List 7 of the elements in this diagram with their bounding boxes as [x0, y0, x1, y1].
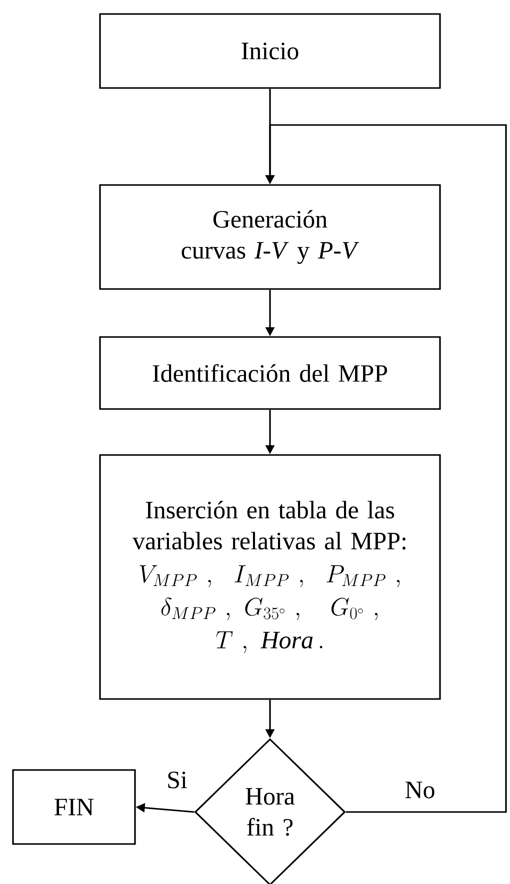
edge-label: Si [168, 772, 187, 788]
process-box: Generación curvas I-V y P-V [99, 184, 441, 290]
process-box: Inserción en tabla de las variables relativas al MPP: $V_{MPP}\ ,\ \ I_{MPP}\ ,\ \ P_{MPP}\ ,$ $\delta_{MPP}\ ,\ G_{35^{\circ}}\ ,\quad G_{0^{\circ}}\ ,$ $T\ ,\ \mathit{Hora}\,.$ [99, 454, 441, 700]
terminal-box: FIN [12, 769, 136, 845]
edge-label: No [405, 782, 434, 798]
terminal-box: Inicio [99, 13, 441, 89]
process-box: Identificación del MPP [99, 336, 441, 410]
